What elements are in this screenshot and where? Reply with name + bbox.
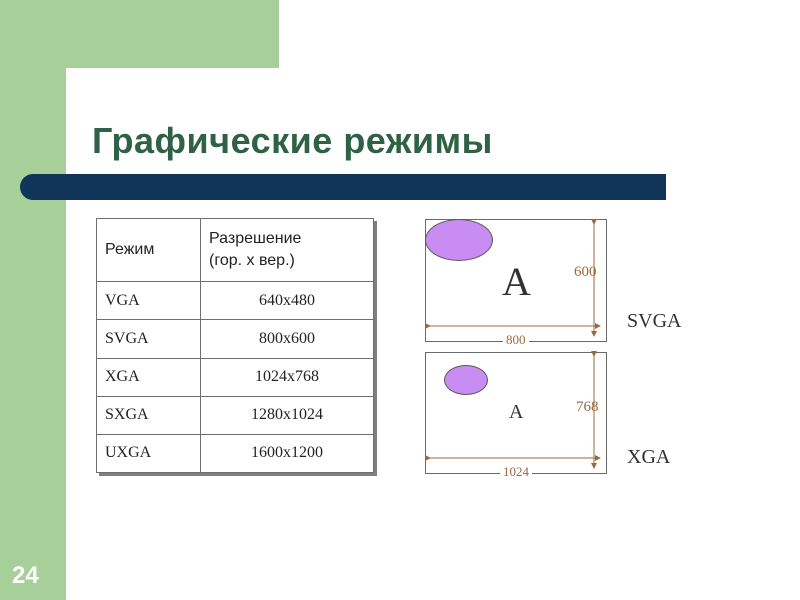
table-header-row: Режим Разрешение (гор. х вер.) bbox=[96, 217, 374, 283]
svga-mode-label: SVGA bbox=[627, 310, 682, 332]
table-row: XGA 1024x768 bbox=[96, 357, 374, 397]
xga-letter: A bbox=[509, 401, 524, 423]
resolution-cell: 1600x1200 bbox=[200, 433, 374, 474]
modes-table: Режим Разрешение (гор. х вер.) VGA 640x4… bbox=[96, 217, 374, 474]
header-resolution: Разрешение (гор. х вер.) bbox=[200, 217, 374, 283]
xga-window-oval bbox=[444, 365, 488, 395]
slide-title: Графические режимы bbox=[92, 120, 493, 161]
title-underline-bar bbox=[20, 174, 666, 200]
svga-letter: A bbox=[502, 259, 531, 304]
mode-cell: VGA bbox=[96, 281, 201, 321]
mode-cell: XGA bbox=[96, 357, 201, 397]
xga-mode-label: XGA bbox=[627, 446, 671, 468]
table-row: SVGA 800x600 bbox=[96, 319, 374, 359]
mode-cell: SVGA bbox=[96, 319, 201, 359]
slide-number: 24 bbox=[12, 562, 39, 589]
svga-width-label: 800 bbox=[503, 332, 529, 348]
title-underline-bar-end bbox=[648, 174, 666, 200]
xga-width-label: 1024 bbox=[500, 464, 532, 480]
table-row: UXGA 1600x1200 bbox=[96, 433, 374, 474]
resolution-cell: 1280x1024 bbox=[200, 395, 374, 435]
header-resolution-line2: (гор. х вер.) bbox=[209, 252, 295, 270]
resolution-cell: 1024x768 bbox=[200, 357, 374, 397]
mode-cell: UXGA bbox=[96, 433, 201, 474]
header-resolution-line1: Разрешение bbox=[209, 230, 302, 248]
top-green-band bbox=[0, 0, 279, 68]
resolution-cell: 640x480 bbox=[200, 281, 374, 321]
table-row: VGA 640x480 bbox=[96, 281, 374, 321]
resolution-cell: 800x600 bbox=[200, 319, 374, 359]
svga-window-oval bbox=[425, 219, 493, 261]
left-green-band bbox=[0, 0, 66, 600]
svga-height-label: 600 bbox=[574, 264, 597, 281]
